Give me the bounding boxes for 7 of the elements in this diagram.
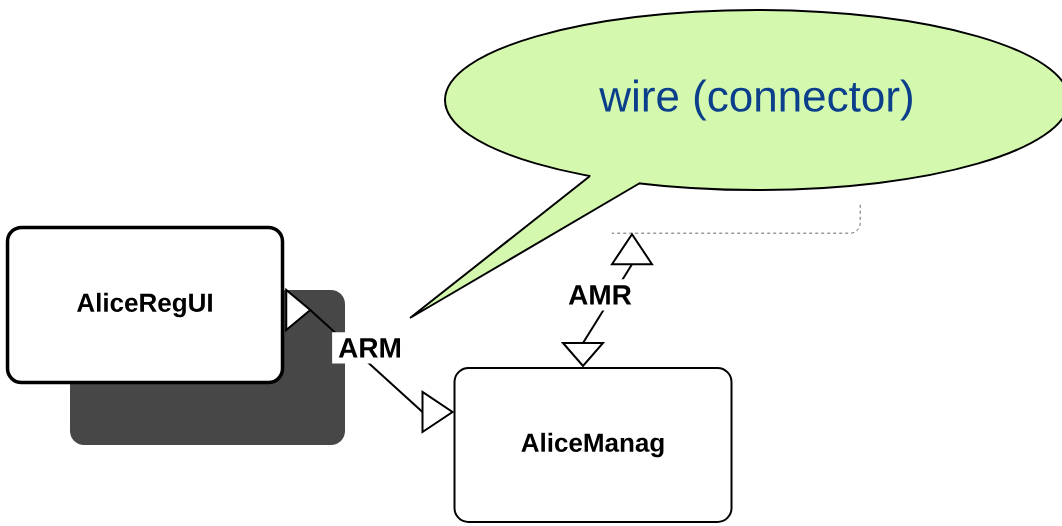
edge-label: ARM	[332, 332, 408, 364]
edge-label: AMR	[562, 279, 638, 311]
component-box: AliceRegUI	[5, 225, 285, 385]
connector-line	[285, 287, 455, 434]
connector-line	[560, 232, 654, 368]
component-box: AliceManag	[453, 367, 733, 523]
dashed-component-box	[611, 204, 861, 234]
